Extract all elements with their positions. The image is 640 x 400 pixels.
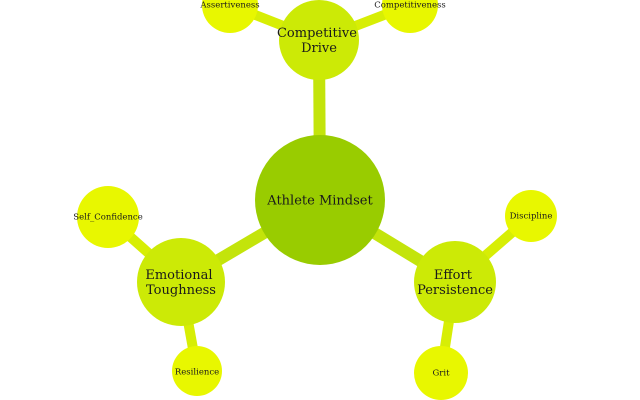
node-label-grit: Grit: [433, 369, 451, 379]
node-self-confidence: Self_Confidence: [73, 186, 143, 248]
node-label-effort-persistence-line2: Persistence: [417, 283, 493, 298]
node-assertiveness: Assertiveness: [199, 0, 260, 33]
svg-text:Emotional Toughness: Emotional Toughness: [145, 268, 216, 298]
node-athlete-mindset: Athlete Mindset: [255, 135, 385, 265]
node-emotional-toughness: Emotional Toughness: [137, 238, 225, 326]
node-label-competitive-drive-line1: Competitive: [277, 26, 357, 41]
node-competitiveness: Competitiveness: [374, 0, 446, 33]
svg-text:Effort Persistence: Effort Persistence: [417, 268, 493, 298]
node-label-athlete-mindset: Athlete Mindset: [266, 194, 373, 209]
leaf-nodes: Assertiveness Competitiveness Self_Confi…: [73, 0, 557, 400]
node-discipline: Discipline: [505, 190, 557, 242]
node-label-competitive-drive-line2: Drive: [301, 41, 337, 56]
svg-text:Competitive Drive: Competitive Drive: [277, 26, 361, 56]
node-label-assertiveness: Assertiveness: [199, 1, 259, 11]
node-resilience: Resilience: [172, 346, 222, 396]
branch-nodes: Competitive Drive Emotional Toughness Ef…: [137, 0, 496, 326]
node-label-discipline: Discipline: [510, 212, 553, 222]
node-grit: Grit: [414, 346, 468, 400]
node-competitive-drive: Competitive Drive: [277, 0, 361, 80]
node-label-resilience: Resilience: [175, 368, 219, 378]
node-label-emotional-toughness-line2: Toughness: [146, 283, 216, 298]
node-label-self-confidence: Self_Confidence: [73, 213, 142, 223]
node-effort-persistence: Effort Persistence: [414, 241, 496, 323]
node-label-competitiveness: Competitiveness: [374, 1, 445, 11]
node-label-effort-persistence-line1: Effort: [434, 268, 473, 283]
node-label-emotional-toughness-line1: Emotional: [145, 268, 212, 283]
